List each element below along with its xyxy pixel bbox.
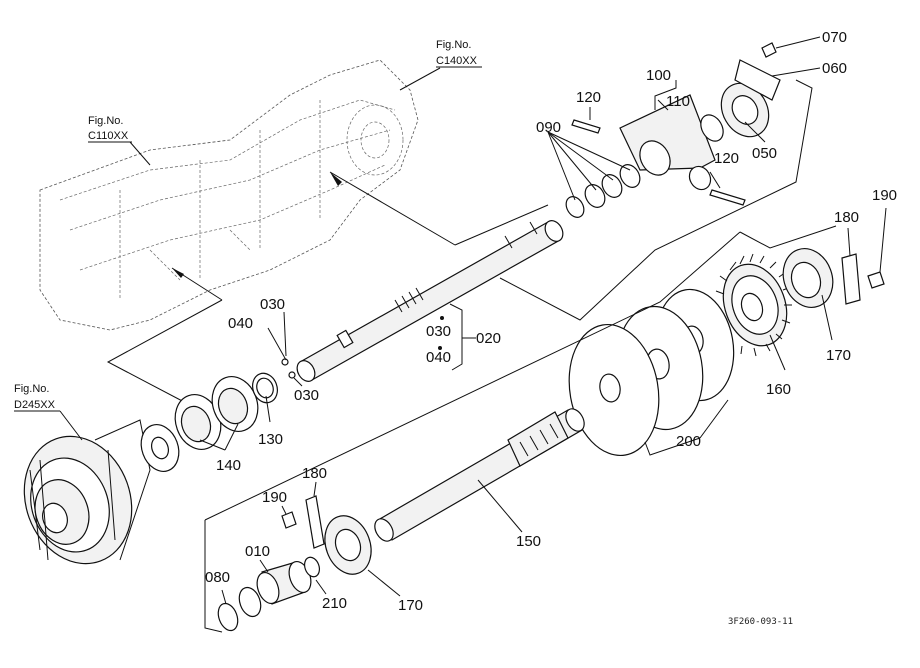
fig-ref-d245: Fig.No. D245XX (14, 383, 83, 441)
part-label-030-top: 030 (260, 296, 285, 313)
discs-leaders (644, 399, 729, 456)
part-label-030-low: 030 (294, 387, 319, 404)
part-labels: 010 020 030 030 030 040 040 050 060 070 … (205, 29, 897, 614)
fig-ref-c110-line1: Fig.No. (88, 115, 123, 127)
lower-shaft-150 (374, 408, 585, 542)
part-label-020: 020 (476, 330, 501, 347)
part-label-090: 090 (536, 119, 561, 136)
part-label-180-bottom: 180 (302, 465, 327, 482)
part-label-110: 110 (666, 93, 690, 110)
part-label-160: 160 (766, 381, 791, 398)
top-right-assembly (565, 42, 781, 218)
part-label-120-right: 120 (714, 150, 739, 167)
part-label-050: 050 (752, 145, 777, 162)
upper-shaft (296, 220, 564, 382)
part-label-030-mid: 030 (426, 323, 451, 340)
fig-ref-c110: Fig.No. C110XX (88, 115, 132, 143)
part-label-040-mid: 040 (426, 349, 451, 366)
clutch-pack-assembly (23, 419, 180, 565)
part-label-140: 140 (216, 457, 241, 474)
transmission-housing (39, 59, 419, 331)
fig-ref-c140: Fig.No. C140XX (436, 39, 482, 68)
fig-ref-d245-line2: D245XX (14, 399, 56, 411)
part-label-190-right: 190 (872, 187, 897, 204)
ball-pins (281, 316, 444, 379)
part-label-130: 130 (258, 431, 283, 448)
fig-ref-c140-line1: Fig.No. (436, 39, 471, 51)
misc-leaders (199, 303, 476, 451)
gear-160-assembly (713, 248, 885, 357)
part-label-010: 010 (245, 543, 270, 560)
drawing-code: 3F260-093-11 (728, 617, 793, 627)
part-label-100: 100 (646, 67, 671, 84)
part-label-200: 200 (676, 433, 701, 450)
bottom-leaders (204, 231, 741, 633)
fig-ref-d245-line1: Fig.No. (14, 383, 49, 395)
discs-200 (568, 288, 735, 457)
part-label-170-bottom: 170 (398, 597, 423, 614)
top-right-leaders (499, 36, 821, 321)
bottom-parts (217, 495, 372, 632)
fig-ref-c110-line2: C110XX (88, 130, 129, 142)
part-label-060: 060 (822, 60, 847, 77)
part-label-120-top: 120 (576, 89, 601, 106)
housing-leaders (106, 67, 549, 405)
part-label-190-bottom: 190 (262, 489, 287, 506)
part-label-080: 080 (205, 569, 230, 586)
bearing-140 (174, 372, 278, 450)
lower-shaft-leaders (477, 479, 523, 533)
gear-160-leaders (739, 207, 887, 371)
part-label-170-right: 170 (826, 347, 851, 364)
part-label-150: 150 (516, 533, 541, 550)
part-label-210: 210 (322, 595, 347, 612)
part-label-040-left: 040 (228, 315, 253, 332)
fig-ref-c140-line2: C140XX (436, 55, 478, 67)
part-label-070: 070 (822, 29, 847, 46)
part-label-180-right: 180 (834, 209, 859, 226)
